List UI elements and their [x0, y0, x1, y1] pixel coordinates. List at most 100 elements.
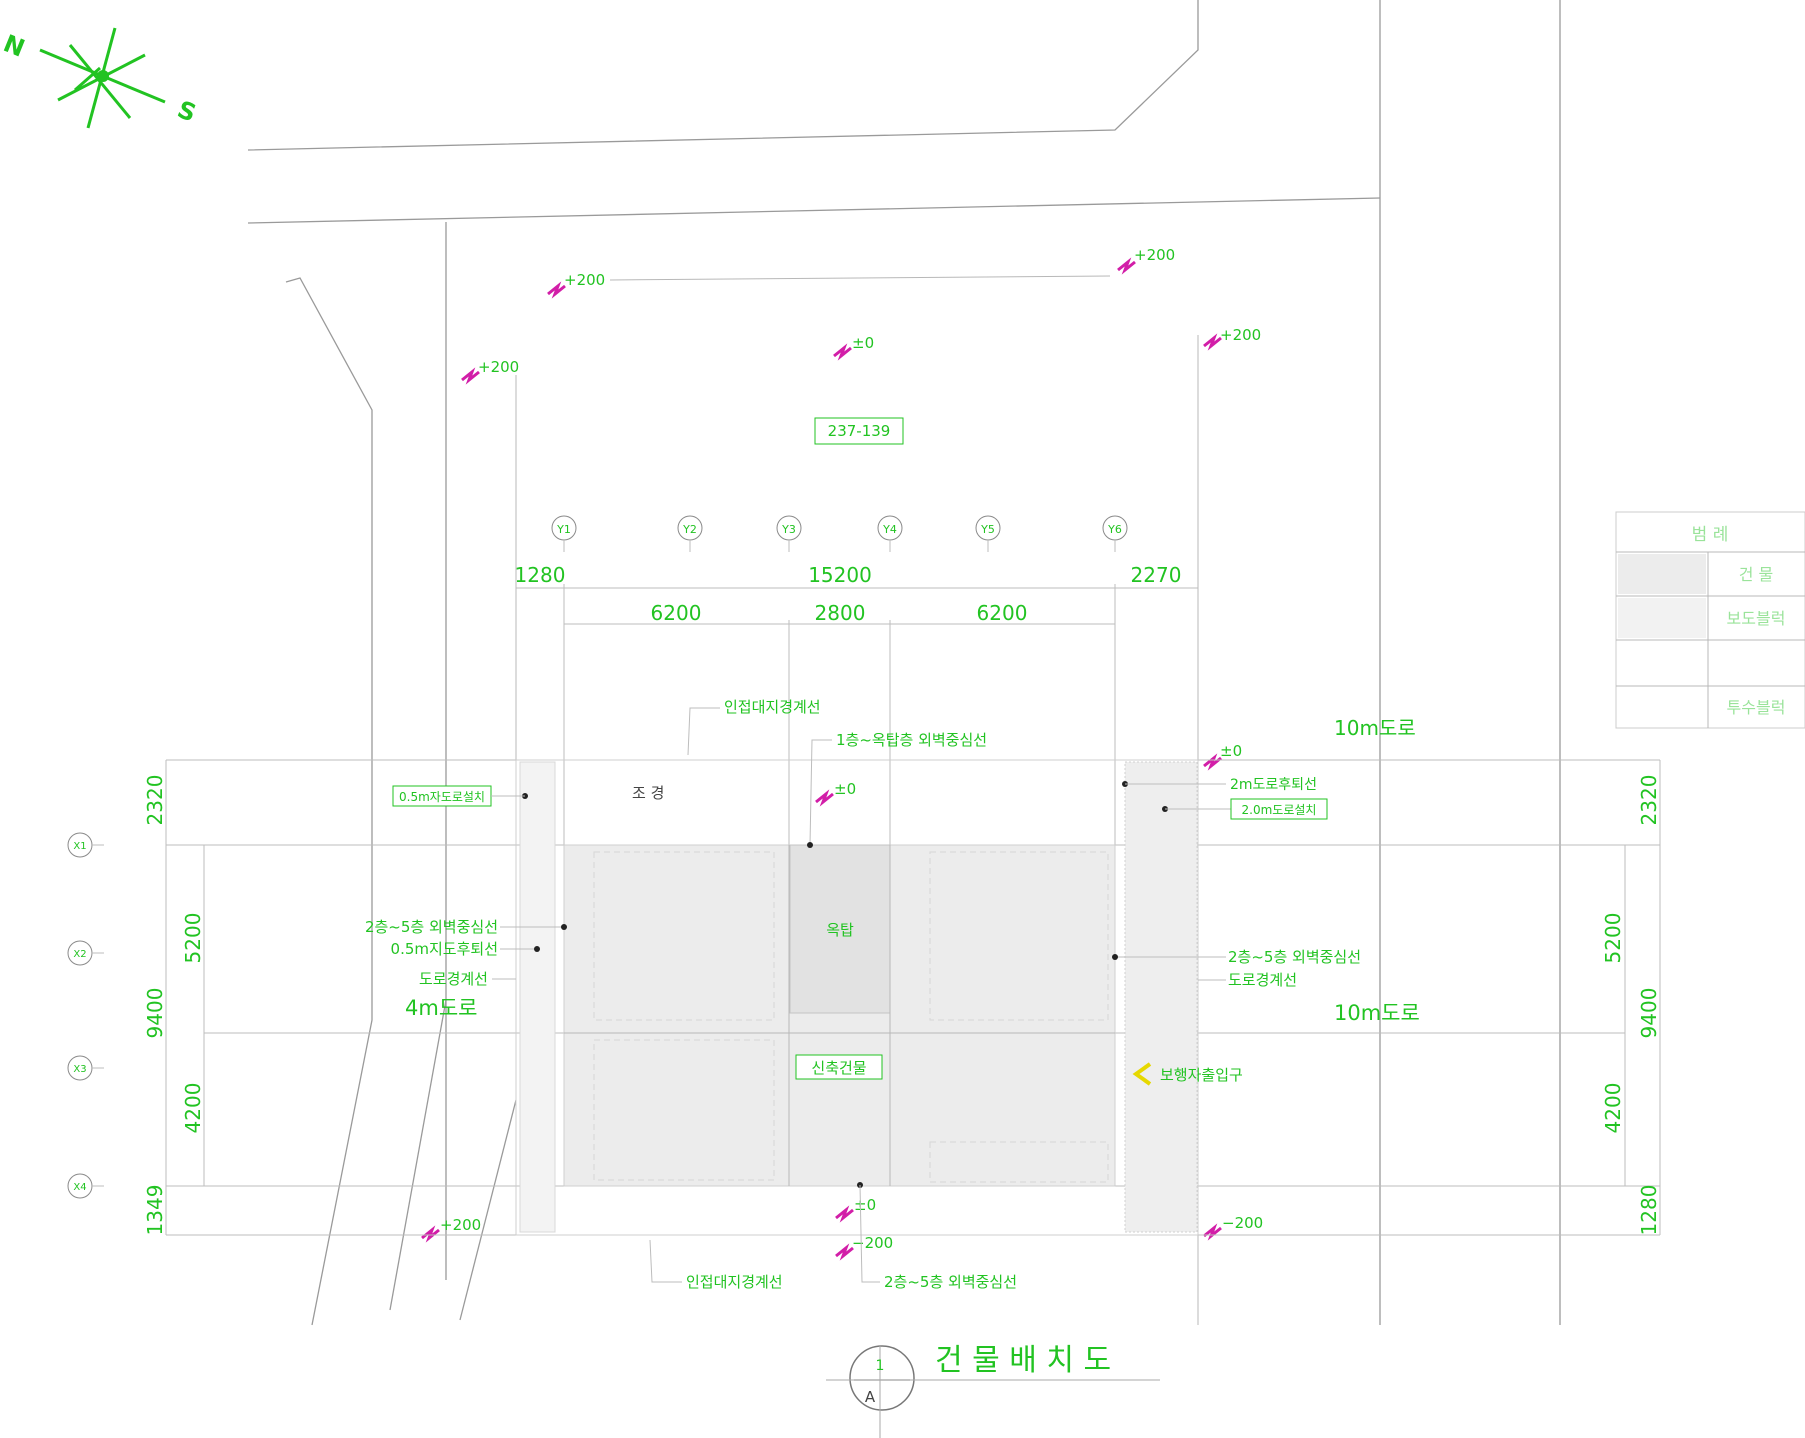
note-wall-bottom: 2층~5층 외벽중심선 [884, 1273, 1017, 1291]
dim-bay-2: 2800 [815, 601, 866, 625]
dim-left-bay2: 4200 [181, 1083, 205, 1134]
drawing-sheet: A [865, 1388, 876, 1406]
axis-label-y2: Y2 [682, 523, 697, 536]
note-adjacent-top: 인접대지경계선 [724, 698, 821, 716]
level-label-b: +200 [1134, 246, 1175, 264]
plan-notes: 인접대지경계선 1층~옥탑층 외벽중심선 0.5m자도로설치 조 경 2m도로후… [365, 698, 1420, 1291]
drawing-title-block: 1 A 건 물 배 치 도 [826, 1343, 1160, 1438]
grid-axis-bubbles-top: Y1 Y2 Y3 Y4 Y5 Y6 [551, 515, 1128, 552]
level-label-j: −200 [852, 1234, 893, 1252]
site-boundary-lines [247, 0, 1660, 1326]
dim-right-bay1: 5200 [1601, 913, 1625, 964]
dim-left-total: 9400 [143, 988, 167, 1039]
level-label-i: ±0 [854, 1196, 876, 1214]
level-label-a: +200 [564, 271, 605, 289]
note-first-floor: 1층~옥탑층 외벽중심선 [836, 731, 987, 749]
grid-axis-bubble: X1 [67, 832, 104, 858]
note-setback-right: 2.0m도로설치 [1242, 803, 1317, 817]
axis-label-x3: X3 [73, 1064, 86, 1075]
level-mark-icon [1203, 1223, 1222, 1241]
axis-label-y5: Y5 [980, 523, 995, 536]
drawing-number: 1 [876, 1358, 885, 1374]
legend-table: 범 례 건 물 보도블럭 투수블럭 [1615, 511, 1805, 729]
note-wall-right-1: 2층~5층 외벽중심선 [1228, 948, 1361, 966]
dim-right-bottom: 1280 [1637, 1185, 1661, 1236]
grid-axis-bubble: X2 [67, 940, 104, 966]
site-plot [515, 759, 1199, 1236]
level-mark-icon [461, 367, 480, 385]
grid-axis-bubble: Y2 [677, 515, 703, 552]
axis-label-x1: X1 [73, 841, 86, 852]
axis-label-y1: Y1 [556, 523, 571, 536]
axis-label-y4: Y4 [882, 523, 897, 536]
level-label-g: ±0 [834, 780, 856, 798]
level-mark-icon [835, 1243, 854, 1261]
note-setback-left: 0.5m자도로설치 [399, 790, 485, 804]
lot-number-box [814, 417, 904, 445]
level-label-k: −200 [1222, 1214, 1263, 1232]
road-label-right: 10m도로 [1334, 1001, 1420, 1025]
building-footprint [563, 844, 1116, 1187]
dim-top-total: 15200 [808, 563, 872, 587]
grid-axis-bubbles-left: X1 X2 X3 X4 [67, 832, 104, 1199]
dim-right-bay2: 4200 [1601, 1083, 1625, 1134]
level-mark-icon [1117, 257, 1136, 275]
axis-label-x4: X4 [73, 1182, 86, 1193]
grid-axis-bubble: Y3 [776, 515, 802, 552]
level-mark-icon [1203, 333, 1222, 351]
level-label-h: +200 [440, 1216, 481, 1234]
note-adjacent-bottom: 인접대지경계선 [686, 1273, 783, 1291]
note-boundary-left: 도로경계선 [419, 970, 488, 988]
lot-number-label: 237-139 [828, 422, 891, 440]
road-label-top-right: 10m도로 [1334, 716, 1416, 740]
legend-row-permeable: 투수블럭 [1727, 698, 1786, 717]
compass-north-label: N [0, 29, 29, 62]
dim-left-top: 2320 [143, 775, 167, 826]
level-mark-icon [835, 1205, 854, 1223]
dim-top-left: 1280 [515, 563, 566, 587]
note-wall-left-1: 2층~5층 외벽중심선 [365, 918, 498, 936]
label-new-building: 신축건물 [811, 1059, 866, 1077]
grid-axis-bubble: Y4 [877, 515, 903, 552]
legend-title: 범 례 [1692, 525, 1729, 545]
axis-label-y6: Y6 [1107, 523, 1122, 536]
dim-bay-3: 6200 [977, 601, 1028, 625]
level-mark-icon [547, 281, 566, 299]
level-mark-icon [833, 343, 852, 361]
level-label-e: +200 [1220, 326, 1261, 344]
axis-label-x2: X2 [73, 949, 86, 960]
level-label-f: ±0 [1220, 742, 1242, 760]
dim-top-right: 2270 [1131, 563, 1182, 587]
road-label-left: 4m도로 [405, 996, 477, 1020]
note-entrance: 보행자출입구 [1160, 1066, 1243, 1084]
grid-axis-bubble: X4 [67, 1173, 104, 1199]
note-road-right-line: 2m도로후퇴선 [1230, 777, 1317, 793]
grid-axis-bubble: Y6 [1102, 515, 1128, 552]
note-wall-left-2: 0.5m지도후퇴선 [391, 940, 498, 958]
level-label-c: ±0 [852, 334, 874, 352]
grid-axis-bubble: Y1 [551, 515, 577, 552]
drawing-title: 건 물 배 치 도 [935, 1343, 1111, 1378]
level-mark-icon [1203, 753, 1222, 771]
grid-axis-bubble: X3 [67, 1055, 104, 1081]
level-markers: +200 +200 ±0 +200 +200 ±0 ±0 +200 ±0 −20… [421, 246, 1263, 1261]
level-mark-icon [421, 1225, 440, 1243]
level-label-d: +200 [478, 358, 519, 376]
note-boundary-right: 도로경계선 [1228, 971, 1297, 989]
dim-left-bottom: 1349 [143, 1185, 167, 1236]
compass-south-label: S [173, 95, 200, 127]
north-arrow-icon [39, 27, 166, 129]
axis-label-y3: Y3 [781, 523, 796, 536]
dim-left-bay1: 5200 [181, 913, 205, 964]
dim-right-total: 9400 [1637, 988, 1661, 1039]
legend-row-paving: 보도블럭 [1727, 609, 1786, 628]
dim-bay-1: 6200 [651, 601, 702, 625]
entrance-arrow-icon [1132, 1062, 1152, 1086]
label-rooftop: 옥탑 [826, 921, 854, 939]
label-garden: 조 경 [632, 784, 664, 802]
level-mark-icon [815, 789, 834, 807]
legend-row-building: 건 물 [1739, 565, 1774, 584]
grid-axis-bubble: Y5 [975, 515, 1001, 552]
